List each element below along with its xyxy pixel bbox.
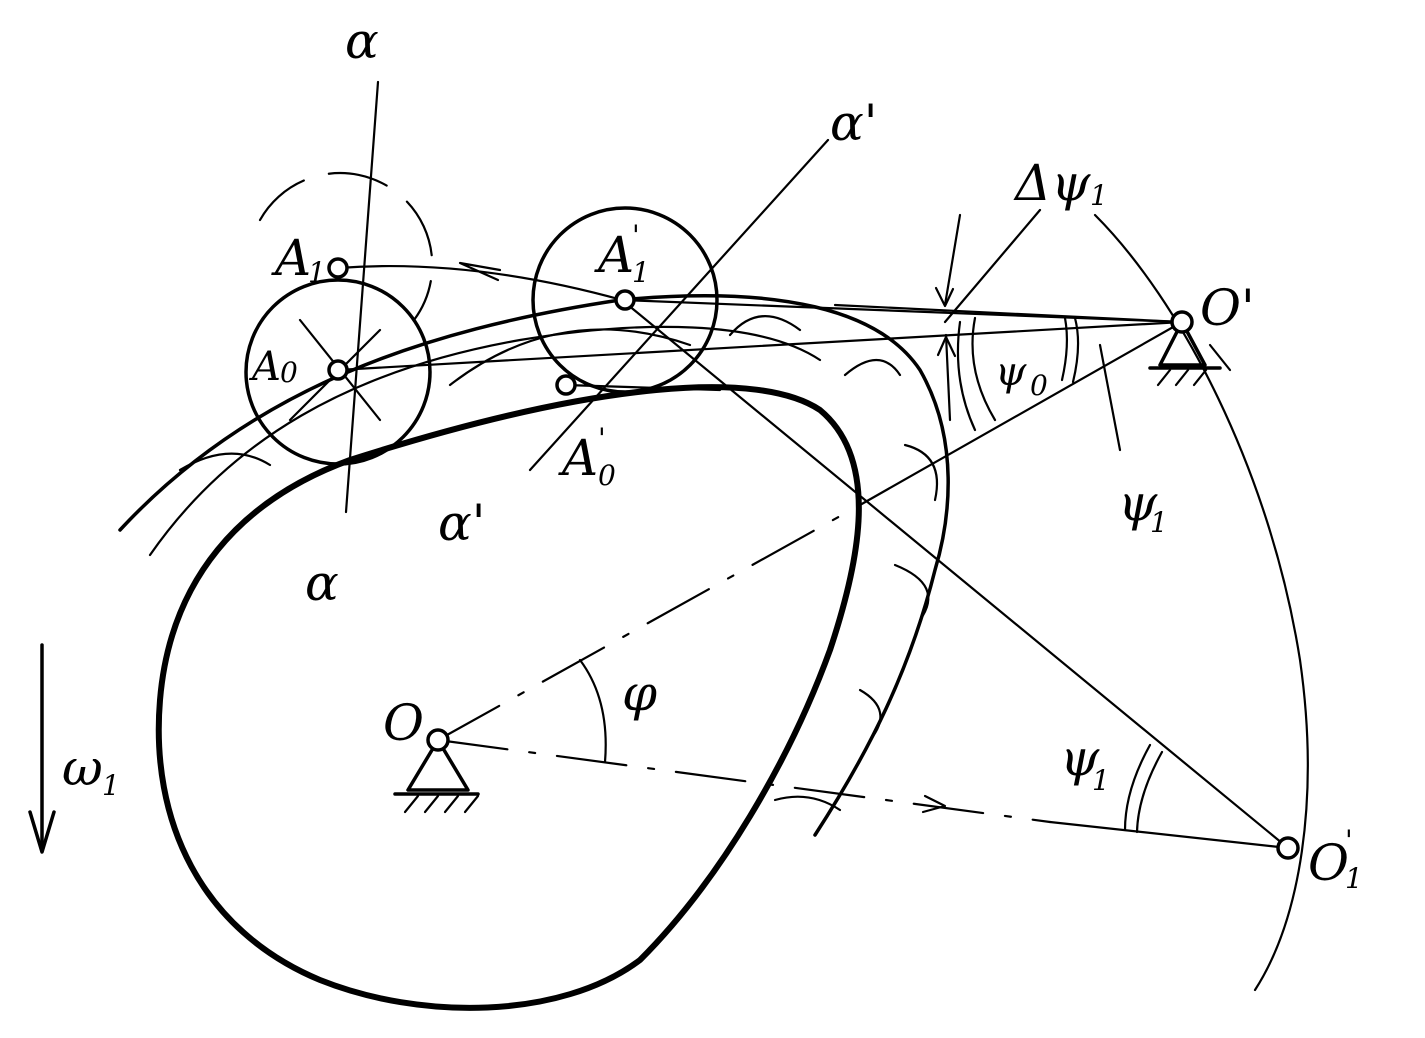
- roller-circle-A0-prime-arc: [448, 328, 692, 387]
- cam-radius-line: [436, 503, 862, 742]
- pivot-O-prime-support: [1148, 320, 1232, 387]
- normal-line-A0-prime: [564, 383, 722, 392]
- point-O1-prime: [1276, 836, 1300, 860]
- cam-profile: [155, 384, 862, 1011]
- rocker-arm-displaced: [620, 298, 1290, 850]
- label-phi: φ: [622, 664, 657, 722]
- rocker-base-line: [1048, 820, 1290, 850]
- point-O-prime: [1170, 310, 1194, 334]
- rocker-reference-line: [858, 320, 1184, 507]
- roller-trace-arc-3: [843, 359, 902, 377]
- delta-psi-leader: [943, 208, 1042, 324]
- point-O: [426, 728, 450, 752]
- pivot-O-support: [393, 738, 480, 814]
- roller-trace-arc-6: [858, 688, 882, 742]
- point-A0-prime: [555, 374, 577, 396]
- rocker-pivot-arc: [1093, 213, 1309, 992]
- roller-circle-A1-dashed: [258, 171, 434, 322]
- point-A0: [327, 359, 349, 381]
- label-O-prime: O': [1200, 279, 1255, 337]
- roller-circle-A0: [244, 278, 432, 466]
- cam-reference-line: [436, 738, 1052, 824]
- rocker-arm-A0: [336, 320, 1184, 372]
- roller-trace-arc-1: [178, 452, 272, 472]
- label-A0: A: [248, 344, 281, 390]
- label-psi1-upper-sub: 1: [1150, 506, 1168, 539]
- delta-psi-arrowhead-upper: [934, 286, 955, 308]
- psi0-angle-arc-2: [956, 320, 977, 432]
- roller-trace-arc-2: [728, 315, 802, 337]
- psi1-angle-arc-b: [1071, 316, 1080, 384]
- label-alpha-top: α: [345, 12, 379, 70]
- reference-arrowhead: [921, 794, 947, 814]
- point-A1-prime: [614, 289, 636, 311]
- label-A0-prime: A: [558, 429, 598, 487]
- roller-trace-arc-7: [773, 795, 842, 812]
- psi1-angle-arc-a: [1060, 316, 1069, 382]
- pitch-curve: [118, 294, 950, 837]
- omega-arrowhead: [28, 810, 56, 854]
- delta-psi-arrow-upper: [943, 213, 962, 307]
- label-A0-sub: 0: [280, 356, 298, 389]
- normal-line-alpha: [344, 80, 380, 514]
- label-alpha-prime-bottom: α': [438, 494, 486, 552]
- delta-psi-arrow-lower: [944, 333, 952, 422]
- label-alpha-prime-top: α': [830, 94, 878, 152]
- label-O1-prime-sup: ': [1345, 824, 1353, 857]
- label-psi1-lower-sub: 1: [1092, 764, 1110, 797]
- label-psi1-lower: ψ: [1060, 729, 1100, 787]
- path-A1-to-A1-prime: [336, 264, 624, 302]
- label-delta-psi1: Δψ: [1013, 154, 1091, 212]
- phi-angle-arc: [578, 658, 607, 764]
- label-A1: A: [271, 229, 311, 287]
- psi0-angle-arc: [971, 316, 997, 422]
- label-omega1-sub: 1: [102, 769, 120, 802]
- label-A1-prime: A: [594, 226, 634, 284]
- psi1-lower-arc-b: [1135, 750, 1164, 834]
- label-delta-psi1-sub: 1: [1090, 179, 1108, 212]
- label-A0-prime-sub: 0: [598, 459, 616, 492]
- label-O1-prime: O: [1308, 834, 1349, 892]
- psi1-lower-arc-a: [1123, 743, 1152, 832]
- rocker-top-line: [833, 303, 1184, 324]
- label-O1-prime-sub: 1: [1345, 862, 1363, 895]
- label-psi0-sub: 0: [1030, 369, 1048, 402]
- label-omega1: ω: [62, 739, 103, 797]
- label-A0-prime-sup: ': [598, 422, 606, 455]
- label-A1-sub: 1: [308, 256, 326, 289]
- label-psi0: ψ: [995, 349, 1027, 395]
- psi1-leader: [1098, 343, 1122, 452]
- normal-line-alpha-prime: [528, 138, 830, 472]
- delta-psi-arrowhead-lower: [936, 335, 957, 358]
- label-A1-prime-sup: ': [632, 219, 640, 252]
- roller-trace-arc-5: [893, 563, 930, 622]
- path-arrowhead: [458, 261, 502, 282]
- label-O: O: [383, 694, 424, 752]
- label-alpha-bottom: α: [305, 554, 339, 612]
- label-psi1-upper: ψ: [1118, 474, 1158, 532]
- label-A1-prime-sub: 1: [632, 256, 650, 289]
- roller-circle-A1-prime: [531, 206, 719, 394]
- roller-trace-arc-4: [903, 443, 939, 502]
- inner-envelope-curve: [148, 325, 822, 557]
- point-A1: [327, 257, 349, 279]
